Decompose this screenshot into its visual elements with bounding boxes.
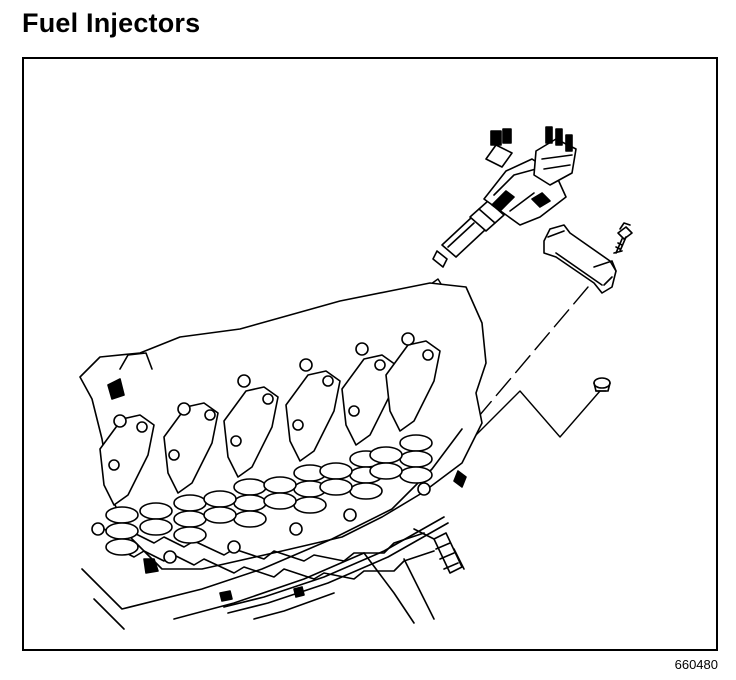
engine-illustration (79, 126, 633, 630)
fuel-injector (432, 126, 577, 268)
rocker-arm-4 (263, 358, 341, 514)
rocker-arm-6 (369, 332, 441, 484)
injector-hold-down-clamp (543, 224, 617, 294)
rocker-bolts (108, 349, 434, 471)
rocker-arm-5 (319, 342, 397, 500)
illustration-frame (22, 57, 718, 651)
cylinder-head-with-rocker-arms (79, 282, 487, 630)
rocker-arm-3 (203, 374, 279, 528)
clamp-bolt (613, 222, 633, 254)
page-title: Fuel Injectors (22, 8, 201, 38)
rocker-arm-2 (139, 402, 219, 544)
injector-sleeve-plug (593, 377, 611, 392)
figure-number: 660480 (674, 657, 718, 672)
rocker-arm-1 (99, 352, 155, 556)
head-bolts (91, 482, 431, 564)
